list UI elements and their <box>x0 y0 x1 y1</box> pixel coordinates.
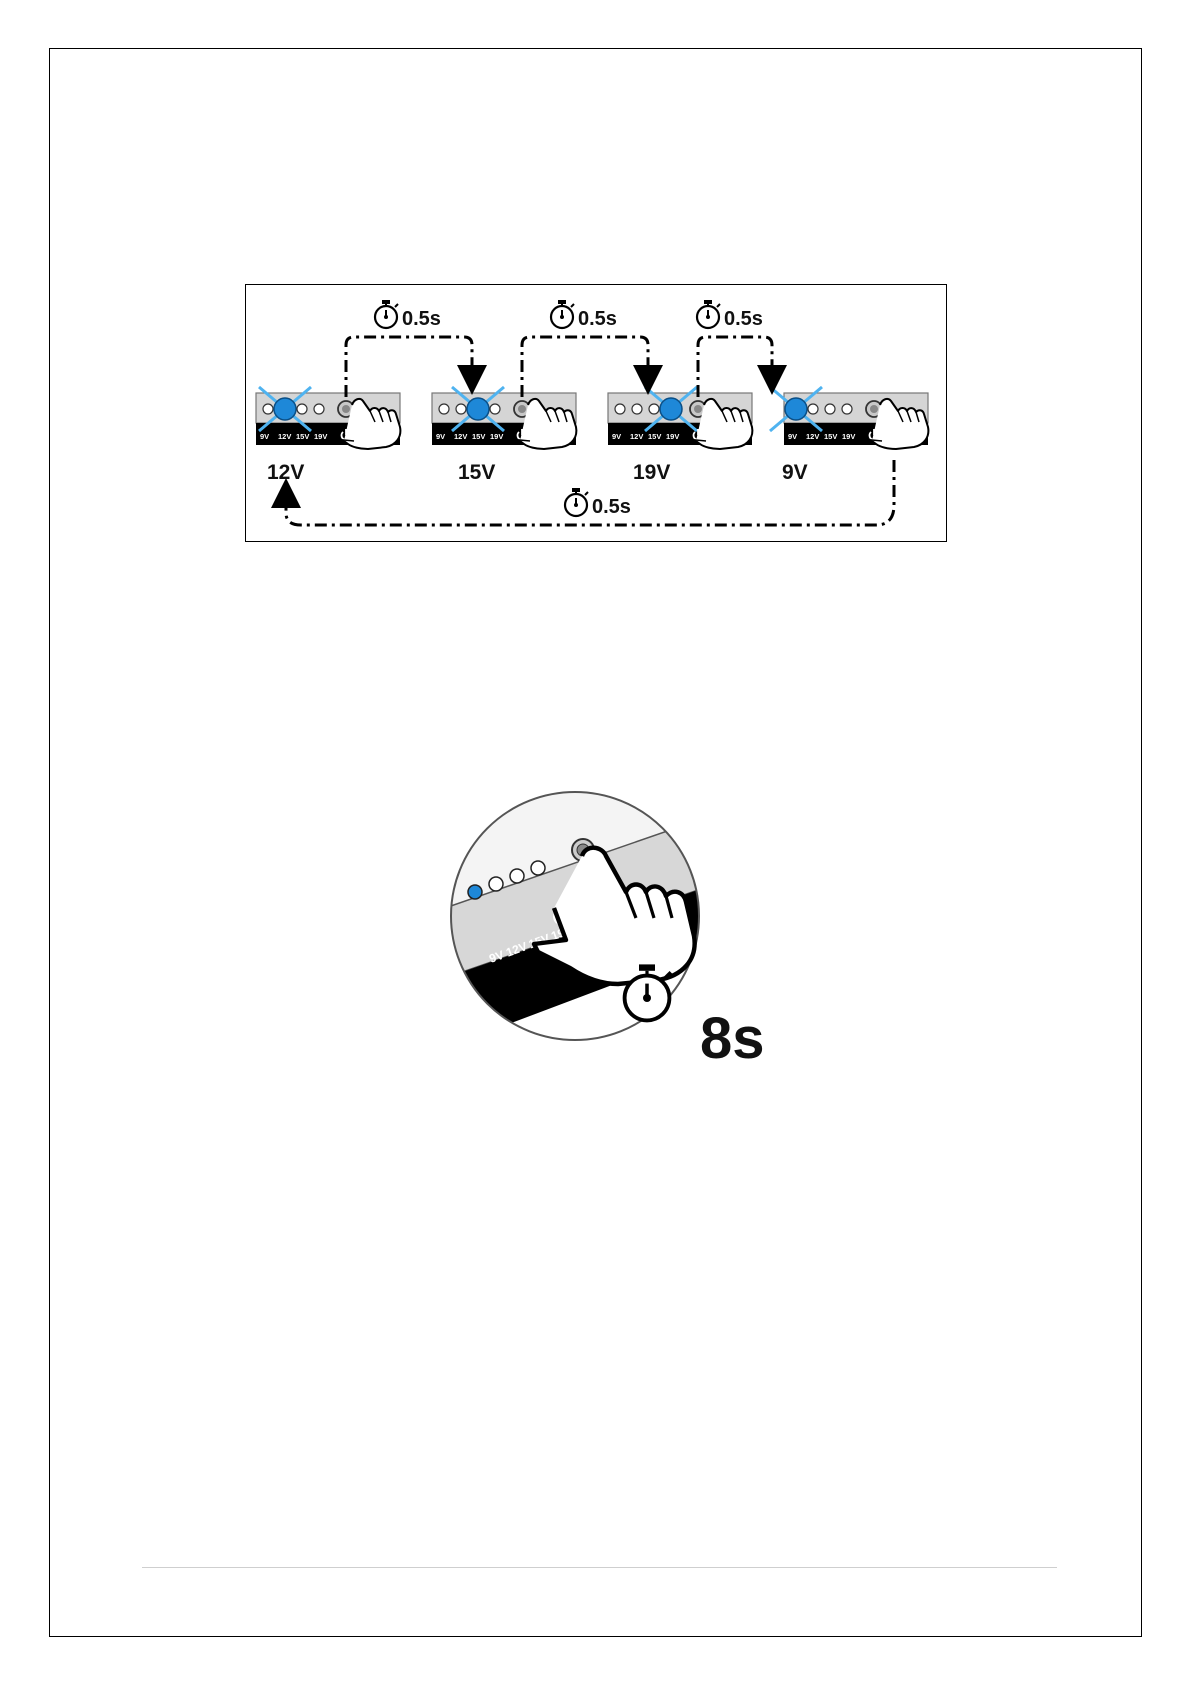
connector-return <box>271 460 896 527</box>
led-indicator <box>488 876 504 892</box>
page-border <box>49 48 1142 1637</box>
led-indicator <box>614 403 626 415</box>
stopwatch-icon <box>373 298 400 330</box>
indicator-panel: 9V 12V 15V 19V <box>431 385 578 450</box>
scale-label: 9V <box>487 948 506 966</box>
led-indicator <box>455 403 467 415</box>
voltage-cycle-diagram: 9V 12V 15V 19V 9V 12V 15V 19V 9V 12V 15V 19V 9V 12V 15… <box>245 284 947 542</box>
timer-label-2: 0.5s <box>578 308 617 330</box>
stopwatch-icon <box>563 486 590 518</box>
scale-label: 19V <box>314 432 327 441</box>
timer-label-3: 0.5s <box>724 308 763 330</box>
indicator-panel: 9V 12V 15V 19V <box>769 385 930 450</box>
led-indicator <box>648 403 660 415</box>
led-indicator <box>296 403 308 415</box>
scale-label: 12V <box>504 939 529 959</box>
footer-rule <box>142 1567 1057 1568</box>
led-indicator <box>313 403 325 415</box>
indicator-panel: 9V 12V 15V 19V <box>255 385 402 450</box>
led-indicator-lit <box>467 884 483 900</box>
hand-icon <box>531 845 697 987</box>
led-indicator-lit <box>784 397 808 421</box>
indicator-panel: 9V 12V 15V 19V <box>607 385 754 450</box>
timer-label-1: 0.5s <box>402 308 441 330</box>
scale-label: 15V <box>296 432 309 441</box>
step-voltage-label: 19V <box>633 461 670 484</box>
scale-label: 19V <box>666 432 679 441</box>
led-indicator-lit <box>659 397 683 421</box>
led-indicator <box>807 403 819 415</box>
led-indicator <box>824 403 836 415</box>
scale-label: 9V <box>436 432 445 441</box>
led-indicator <box>509 868 525 884</box>
led-indicator <box>631 403 643 415</box>
stopwatch-icon <box>695 298 722 330</box>
scale-label: 12V <box>630 432 643 441</box>
step-voltage-label: 15V <box>458 461 495 484</box>
scale-label: 12V <box>806 432 819 441</box>
timer-label-return: 0.5s <box>592 496 631 518</box>
led-indicator <box>489 403 501 415</box>
led-indicator <box>438 403 450 415</box>
scale-label: 19V <box>842 432 855 441</box>
scale-label: 15V <box>648 432 661 441</box>
scale-label: 9V <box>788 432 797 441</box>
connector-2-3 <box>520 335 663 397</box>
scale-label: 12V <box>278 432 291 441</box>
scale-label: 9V <box>612 432 621 441</box>
stopwatch-icon <box>549 298 576 330</box>
voltage-cycle-svg: 9V 12V 15V 19V 9V 12V 15V 19V 9V 12V 15V 19V 9V 12V 15… <box>255 298 930 527</box>
step-voltage-label: 9V <box>782 461 808 484</box>
connector-3-4 <box>696 335 787 397</box>
scale-label: 9V <box>260 432 269 441</box>
scale-label: 15V <box>824 432 837 441</box>
led-indicator <box>262 403 274 415</box>
led-indicator <box>530 860 546 876</box>
led-indicator <box>841 403 853 415</box>
led-indicator-lit <box>466 397 490 421</box>
scale-label: 15V <box>472 432 485 441</box>
scale-label: 19V <box>490 432 503 441</box>
hold-timer-label: 8s <box>700 1006 765 1068</box>
connector-1-2 <box>344 335 487 397</box>
scale-label: 12V <box>454 432 467 441</box>
step-voltage-label: 12V <box>267 461 304 484</box>
led-indicator-lit <box>273 397 297 421</box>
stopwatch-icon <box>622 964 673 1023</box>
